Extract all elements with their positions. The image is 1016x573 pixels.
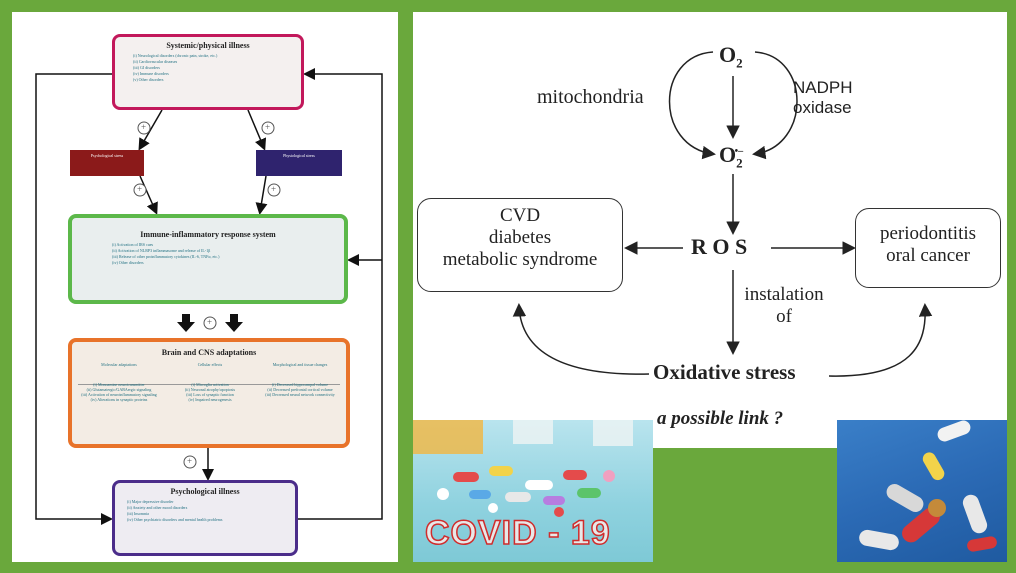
covid-text: COVID - 19 xyxy=(424,513,611,553)
covid-pills-image: COVID - 19 xyxy=(413,420,653,562)
immune-response-box: Immune-inflammatory response system (i) … xyxy=(68,214,348,304)
brain-cns-box: Brain and CNS adaptations Molecular adap… xyxy=(68,338,350,448)
phys-to-immune-arrow xyxy=(255,175,268,215)
immune-response-title: Immune-inflammatory response system xyxy=(140,230,276,239)
superoxide-label: O2•– xyxy=(719,142,744,171)
psych-to-immune-arrow xyxy=(139,175,158,215)
mitochondria-label: mitochondria xyxy=(537,86,644,108)
nadph-oxidase-label: NADPH oxidase xyxy=(793,78,853,117)
systemic-illness-list: (i) Neurological disorders (chronic pain… xyxy=(133,53,218,82)
nadph-arrow xyxy=(752,51,798,160)
periodontitis-box: periodontitis oral cancer xyxy=(855,208,1001,288)
thick-down-arrow-right xyxy=(225,314,243,332)
right-diagram-panel: O2 O2•– mitochondria NADPH oxidase R O S… xyxy=(413,12,1007,562)
capsules-image xyxy=(837,420,1007,562)
pills-illustration xyxy=(413,420,633,517)
plus-sign: + xyxy=(265,122,271,132)
left-connectors xyxy=(35,68,383,525)
plus-sign: + xyxy=(187,456,193,466)
plus-circles xyxy=(133,121,281,469)
systemic-illness-title: Systemic/physical illness xyxy=(166,41,250,50)
psychological-illness-title: Psychological illness xyxy=(170,487,240,496)
physiological-stress-box: Physiological stress xyxy=(256,150,342,176)
left-diagram-panel: + + + + + + Systemic/physical illness (i… xyxy=(12,12,398,562)
oxidative-to-periodontitis-arrow xyxy=(828,303,933,377)
ros-label: R O S xyxy=(691,234,748,259)
morphological-column: Morphological and tissue changes (i) Dec… xyxy=(265,362,335,397)
cellular-column: Cellular effects (i) Microglia activatio… xyxy=(184,362,236,402)
psychological-illness-box: Psychological illness (i) Major depressi… xyxy=(112,480,298,556)
capsules-illustration xyxy=(859,420,997,552)
immune-response-list: (i) Activation of IRS cues (ii) Activati… xyxy=(112,242,220,265)
systemic-illness-box: Systemic/physical illness (i) Neurologic… xyxy=(112,34,304,110)
mitochondria-arrow xyxy=(668,51,716,160)
brain-cns-title: Brain and CNS adaptations xyxy=(161,348,257,357)
oxidative-stress-label: Oxidative stress xyxy=(653,360,796,384)
ros-connectors xyxy=(512,51,933,377)
plus-sign: + xyxy=(137,184,143,194)
to-phys-stress-arrow xyxy=(247,109,267,151)
plus-sign: + xyxy=(207,317,213,327)
cvd-box: CVD diabetes metabolic syndrome xyxy=(417,198,623,292)
instalation-label: instalation of xyxy=(744,284,824,327)
left-feedback-arrow xyxy=(35,73,113,525)
green-block xyxy=(653,448,837,562)
molecular-column: Molecular adaptations (i) Monoamine neur… xyxy=(81,362,157,402)
to-psych-stress-arrow xyxy=(138,109,163,151)
plus-sign: + xyxy=(141,122,147,132)
psychological-stress-box: Psychological stress xyxy=(70,150,144,176)
oxygen-label: O2 xyxy=(719,42,743,71)
plus-sign: + xyxy=(271,184,277,194)
right-feedback-arrow xyxy=(296,68,383,520)
possible-link-label: a possible link ? xyxy=(657,408,784,429)
oxidative-to-cvd-arrow xyxy=(512,303,650,375)
thick-down-arrow-left xyxy=(177,314,195,332)
psychological-illness-list: (i) Major depressive disorder (ii) Anxie… xyxy=(127,499,223,522)
